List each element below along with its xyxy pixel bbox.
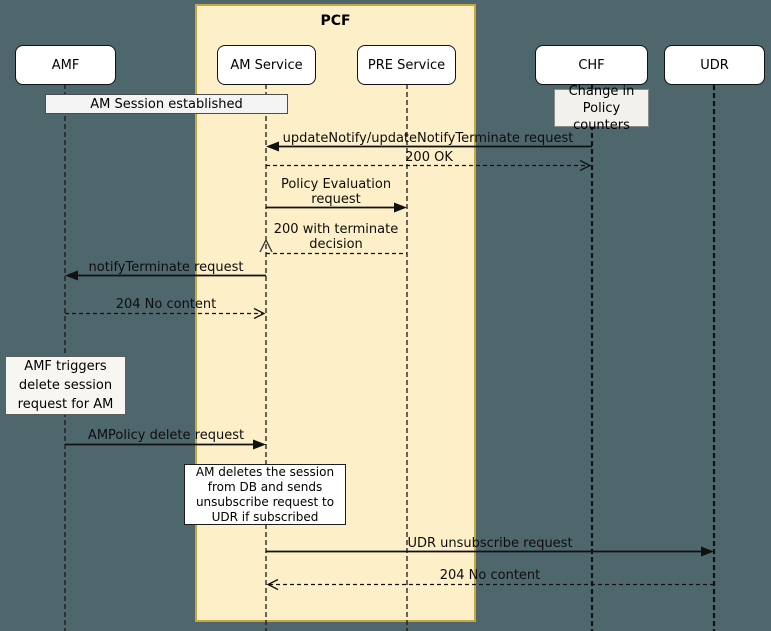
participant-chf: CHF [535,45,648,85]
state-am-session-established: AM Session established [45,94,288,114]
note-amf-triggers-delete: AMF triggers delete session request for … [5,356,126,415]
message-label-204-no-content-1: 204 No content [115,297,217,312]
pcf-frame-title: PCF [320,13,351,29]
message-label-200-ok: 200 OK [405,150,453,165]
participant-amf-label: AMF [51,57,80,73]
note-amf-text: AMF triggers delete session request for … [17,359,114,412]
participant-am-service-label: AM Service [230,57,303,73]
message-label-204-no-content-2: 204 No content [439,568,541,583]
note-am-deletes-session: AM deletes the session from DB and sends… [184,464,346,525]
participant-amf: AMF [15,45,116,85]
participant-udr: UDR [664,45,765,85]
participant-pre-service-label: PRE Service [367,57,446,73]
note-am-text: AM deletes the session from DB and sends… [195,464,335,524]
message-label-udr-unsubscribe: UDR unsubscribe request [407,536,573,551]
participant-chf-label: CHF [578,57,605,73]
message-label-terminate-decision: 200 with terminate decision [273,222,399,252]
participant-pre-service: PRE Service [357,45,456,85]
participant-am-service: AM Service [217,45,316,85]
message-label-update-notify: updateNotify/updateNotifyTerminate reque… [282,131,574,146]
note-chf-text: Change in Policy counters [568,83,635,133]
message-label-ampolicy-delete: AMPolicy delete request [87,428,245,443]
state-label: AM Session established [90,96,243,112]
note-change-in-policy-counters: Change in Policy counters [554,84,649,133]
message-label-policy-evaluation: Policy Evaluation request [280,177,392,207]
message-label-notify-terminate: notifyTerminate request [88,260,244,275]
participant-udr-label: UDR [700,57,729,73]
